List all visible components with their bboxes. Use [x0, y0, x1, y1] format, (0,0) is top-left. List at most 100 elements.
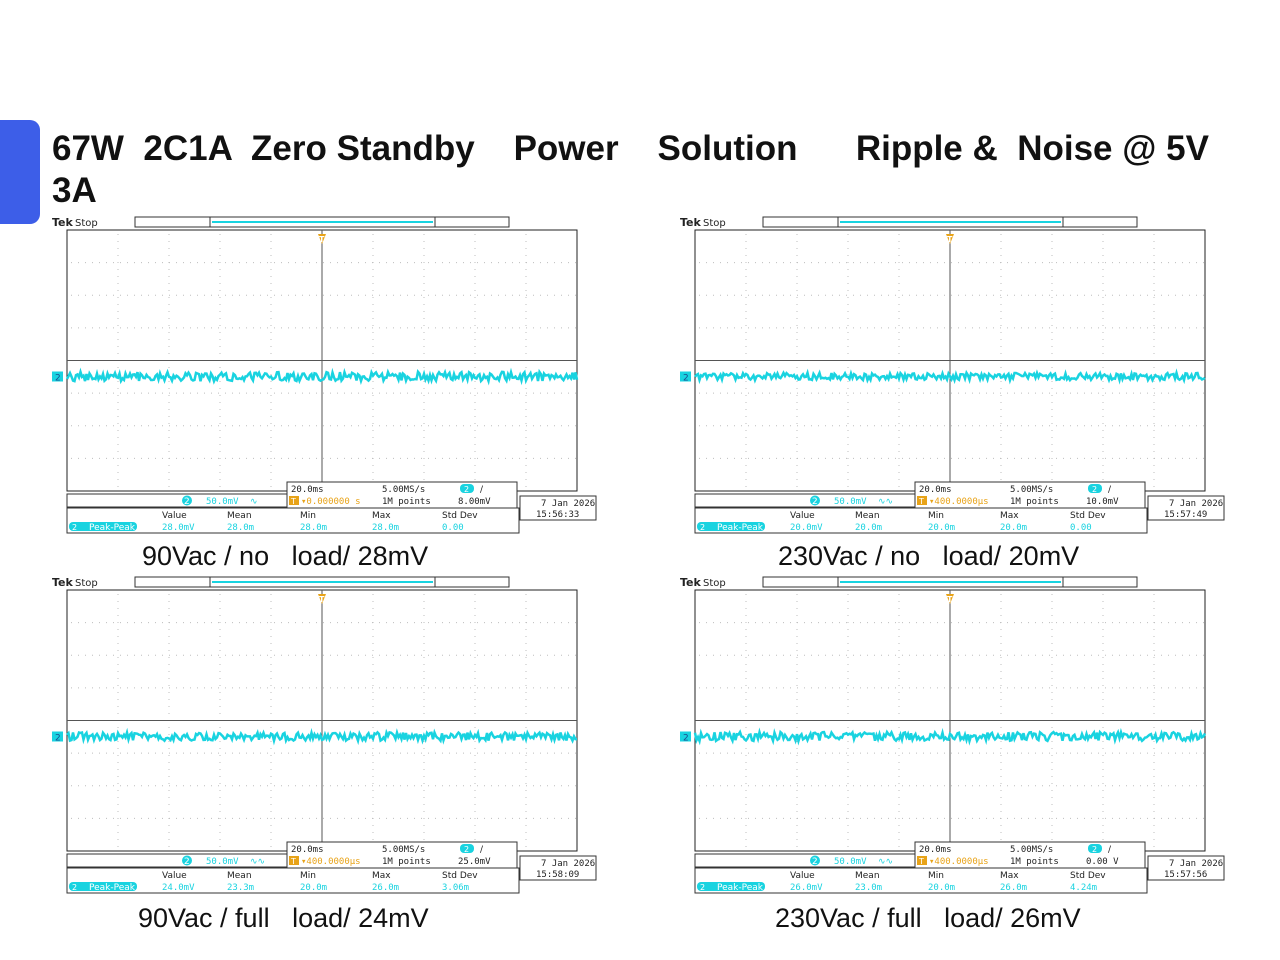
grid-dot	[888, 817, 889, 819]
grid-dot	[219, 388, 221, 389]
grid-dot	[797, 294, 798, 296]
grid-dot	[260, 294, 261, 296]
grid-dot	[190, 327, 191, 329]
grid-dot	[281, 294, 282, 296]
grid-dot	[197, 622, 198, 624]
grid-dot	[512, 392, 513, 394]
grid-dot	[113, 654, 114, 656]
grid-dot	[533, 785, 534, 787]
grid-dot	[372, 622, 373, 624]
grid-dot	[1098, 327, 1099, 329]
grid-dot	[211, 425, 212, 427]
grid-dot	[141, 817, 142, 819]
grid-dot	[745, 713, 747, 714]
trigger-pos-badge	[917, 496, 927, 505]
grid-dot	[533, 327, 534, 329]
grid-dot	[372, 255, 374, 256]
grid-dot	[1084, 327, 1085, 329]
grid-dot	[117, 437, 119, 438]
grid-dot	[168, 783, 170, 784]
measurement-value: 28.0m	[227, 523, 254, 533]
grid-dot	[1051, 601, 1053, 602]
grid-dot	[270, 664, 272, 665]
grid-dot	[1102, 615, 1104, 616]
grid-dot	[512, 327, 513, 329]
grid-dot	[85, 817, 86, 819]
grid-dot	[748, 752, 749, 754]
grid-dot	[134, 785, 135, 787]
grid-dot	[1189, 262, 1190, 264]
grid-dot	[219, 318, 221, 319]
grid-dot	[85, 622, 86, 624]
grid-dot	[372, 804, 374, 805]
grid-dot	[302, 622, 303, 624]
grid-dot	[713, 654, 714, 656]
grid-dot	[745, 825, 747, 826]
grid-dot	[1000, 332, 1002, 333]
grid-dot	[358, 687, 359, 689]
grid-dot	[811, 327, 812, 329]
grid-dot	[295, 327, 296, 329]
grid-dot	[745, 458, 747, 459]
grid-dot	[965, 457, 966, 459]
grid-dot	[525, 276, 527, 277]
grid-dot	[1105, 817, 1106, 819]
grid-dot	[1102, 762, 1104, 763]
grid-dot	[525, 608, 527, 609]
grid-dot	[713, 294, 714, 296]
grid-dot	[847, 465, 849, 466]
grid-dot	[1000, 374, 1002, 375]
grid-dot	[423, 762, 425, 763]
grid-dot	[706, 785, 707, 787]
grid-dot	[85, 327, 86, 329]
grid-dot	[533, 817, 534, 819]
grid-dot	[219, 748, 221, 749]
grid-dot	[847, 444, 849, 445]
grid-dot	[270, 657, 272, 658]
grid-dot	[796, 255, 798, 256]
grid-dot	[568, 327, 569, 329]
grid-dot	[818, 457, 819, 459]
grid-dot	[351, 752, 352, 754]
grid-dot	[745, 615, 747, 616]
grid-dot	[1119, 817, 1120, 819]
grid-dot	[1070, 687, 1071, 689]
grid-dot	[295, 687, 296, 689]
trigger-marker-label: T	[947, 595, 953, 604]
grid-dot	[720, 752, 721, 754]
grid-dot	[839, 425, 840, 427]
grid-dot	[881, 327, 882, 329]
grid-dot	[734, 425, 735, 427]
grid-dot	[993, 817, 994, 819]
grid-dot	[365, 457, 366, 459]
grid-dot	[1051, 790, 1053, 791]
grid-dot	[575, 687, 576, 689]
graticule-grid	[71, 234, 576, 487]
grid-dot	[1203, 654, 1204, 656]
grid-dot	[525, 241, 527, 242]
grid-dot	[442, 457, 443, 459]
grid-dot	[219, 451, 221, 452]
grid-dot	[423, 832, 425, 833]
grid-dot	[155, 262, 156, 264]
grid-dot	[881, 392, 882, 394]
grid-dot	[1070, 817, 1071, 819]
grid-dot	[568, 785, 569, 787]
grid-dot	[337, 752, 338, 754]
grid-dot	[1102, 783, 1104, 784]
grid-dot	[393, 294, 394, 296]
trigger-pos-badge-label: T	[290, 857, 296, 866]
grid-dot	[825, 622, 826, 624]
grid-dot	[414, 752, 415, 754]
channel-marker	[680, 371, 691, 382]
grid-dot	[1153, 325, 1155, 326]
grid-dot	[734, 392, 735, 394]
grid-dot	[168, 832, 170, 833]
grid-dot	[1000, 290, 1002, 291]
grid-dot	[895, 785, 896, 787]
grid-dot	[1168, 817, 1169, 819]
grid-dot	[92, 752, 93, 754]
grid-dot	[1175, 327, 1176, 329]
grid-dot	[183, 425, 184, 427]
grid-dot	[727, 817, 728, 819]
